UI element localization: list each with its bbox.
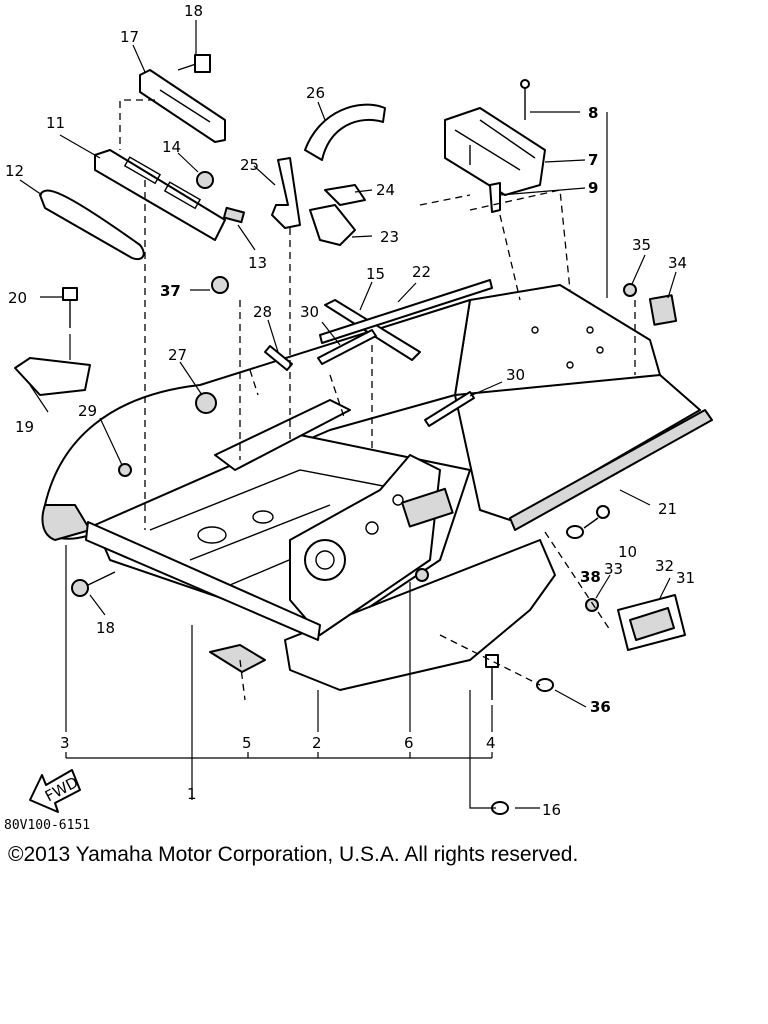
callout-5: 5: [242, 734, 252, 752]
part-26-handle: [304, 103, 386, 161]
part-24-bracket: [324, 184, 366, 206]
callout-29: 29: [78, 402, 97, 420]
callout-23: 23: [380, 228, 399, 246]
part-19-guard: [14, 357, 91, 396]
fwd-arrow-icon: FWD: [29, 769, 81, 813]
callout-10: 10: [618, 543, 637, 561]
part-8-bolt: [520, 79, 530, 120]
callout-1: 1: [187, 785, 197, 803]
callout-31: 31: [676, 569, 695, 587]
callout-14: 14: [162, 138, 181, 156]
callout-19: 19: [15, 418, 34, 436]
part-18-bolt-bottom: [71, 571, 116, 597]
part-25-rod: [271, 157, 301, 229]
callout-30b: 30: [506, 366, 525, 384]
part-37-grommet: [211, 276, 229, 294]
copyright-notice: ©2013 Yamaha Motor Corporation, U.S.A. A…: [8, 843, 579, 866]
callout-27: 27: [168, 346, 187, 364]
part-14-grommet: [196, 171, 214, 189]
callout-34: 34: [668, 254, 687, 272]
callout-33: 33: [604, 560, 623, 578]
part-17-bracket: [139, 69, 226, 143]
part-30-rod-a: [317, 329, 377, 365]
callout-30a: 30: [300, 303, 319, 321]
part-35-plug: [623, 283, 637, 297]
callout-13: 13: [248, 254, 267, 272]
part-31-grill: [617, 594, 686, 651]
callout-20: 20: [8, 289, 27, 307]
part-28-pin: [264, 345, 293, 371]
callout-16: 16: [542, 801, 561, 819]
part-33-nut: [585, 598, 599, 612]
part-27-grommet: [195, 392, 217, 414]
callout-6: 6: [404, 734, 414, 752]
part-5-bracket: [209, 644, 266, 673]
part-7-seat-bracket: [444, 107, 546, 196]
part-36-cap: [536, 678, 554, 692]
part-22-strip: [319, 279, 493, 344]
part-10-screw: [583, 505, 610, 529]
part-30-rod-b: [424, 391, 475, 427]
callout-37: 37: [160, 282, 181, 300]
callout-18b: 18: [96, 619, 115, 637]
part-9-pin: [489, 182, 501, 213]
part-34-bracket: [648, 294, 678, 326]
callout-36: 36: [590, 698, 611, 716]
callout-26: 26: [306, 84, 325, 102]
part-38-bushing: [566, 525, 584, 539]
callout-2: 2: [312, 734, 322, 752]
callout-22: 22: [412, 263, 431, 281]
part-29-plug: [118, 463, 132, 477]
part-21-strip: [509, 409, 713, 531]
callout-15: 15: [366, 265, 385, 283]
part-18-bolt-top: [177, 54, 211, 73]
callout-3: 3: [60, 734, 70, 752]
part-23-bracket: [309, 204, 356, 246]
leader-lines: [19, 20, 677, 809]
part-4-bolt: [485, 654, 499, 700]
callout-8: 8: [588, 104, 598, 122]
part-13-tag: [223, 206, 245, 224]
callout-35: 35: [632, 236, 651, 254]
callout-labels: 1 2 3 4 5 6 7 8 9 10 11 12 13 14 15 16 1…: [5, 2, 695, 819]
part-6-plug: [415, 568, 429, 582]
callout-32: 32: [655, 557, 674, 575]
hull-body: [41, 284, 701, 691]
diagram-code: 80V100-6151: [4, 818, 91, 833]
parts-diagram: FWD 1 2 3 4 5 6 7 8 9 10 11 12 13 14 15 …: [5, 2, 713, 819]
callout-28: 28: [253, 303, 272, 321]
callout-11: 11: [46, 114, 65, 132]
callout-25: 25: [240, 156, 259, 174]
callout-18a: 18: [184, 2, 203, 20]
part-11-plate: [94, 149, 226, 241]
assembly-lines: [119, 99, 636, 701]
callout-9: 9: [588, 179, 598, 197]
callout-17: 17: [120, 28, 139, 46]
part-12-rail: [39, 189, 145, 261]
callout-21: 21: [658, 500, 677, 518]
callout-4: 4: [486, 734, 496, 752]
callout-7: 7: [588, 151, 598, 169]
callout-12: 12: [5, 162, 24, 180]
callout-38: 38: [580, 568, 601, 586]
callout-24: 24: [376, 181, 395, 199]
part-20-bolt: [62, 287, 78, 328]
